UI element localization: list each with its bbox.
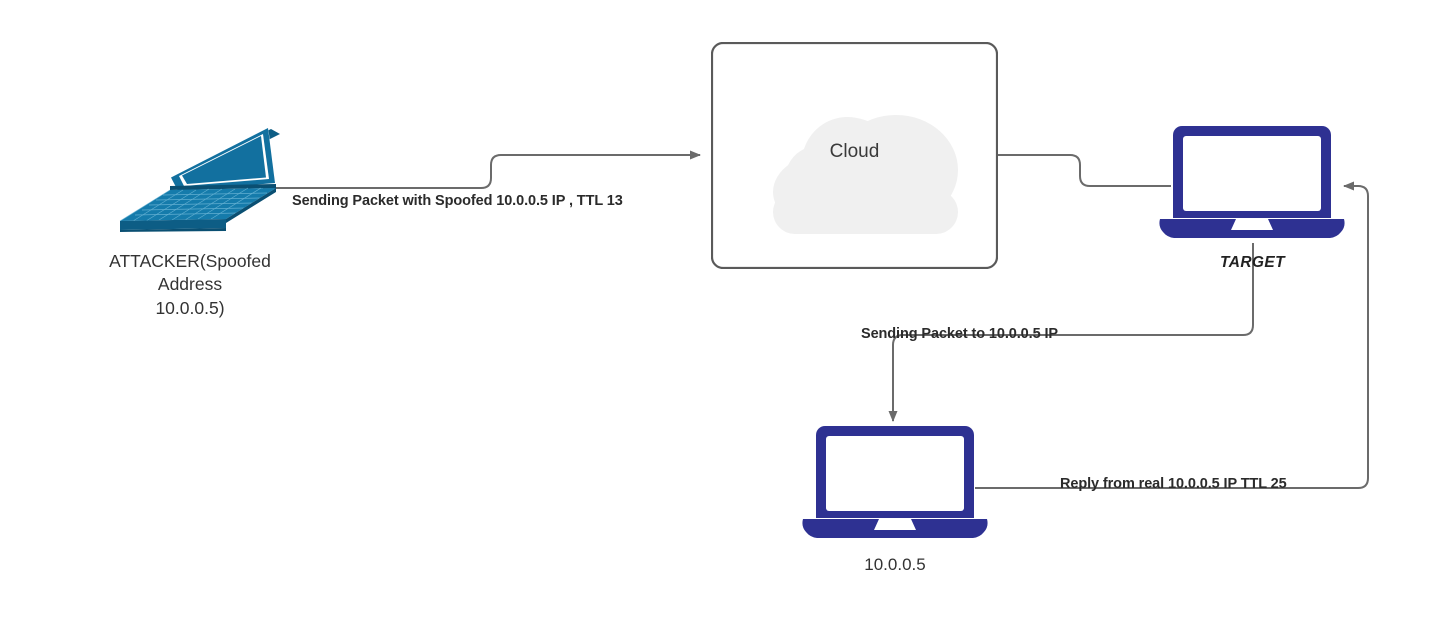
edge-label-target-to-victim: Sending Packet to 10.0.0.5 IP <box>861 326 1058 342</box>
edge-victim-to-target <box>975 181 1369 489</box>
edge-attacker-to-cloud <box>263 150 701 189</box>
edge-target-to-victim <box>888 243 1254 422</box>
target-label: TARGET <box>1220 254 1285 271</box>
laptop-isometric-icon <box>119 127 280 232</box>
cloud-label: Cloud <box>829 141 880 162</box>
edge-label-victim-to-target: Reply from real 10.0.0.5 IP TTL 25 <box>1060 476 1287 492</box>
attacker-label: ATTACKER(Spoofed Address 10.0.0.5) <box>109 251 271 318</box>
target-node[interactable] <box>1152 125 1352 247</box>
attacker-node[interactable] <box>108 122 283 232</box>
laptop-icon <box>1159 126 1345 238</box>
cloud-icon <box>773 115 958 234</box>
edge-cloud-to-target <box>997 154 1171 187</box>
victim-node[interactable] <box>795 425 995 547</box>
edge-label-attacker-to-cloud: Sending Packet with Spoofed 10.0.0.5 IP … <box>292 193 623 209</box>
cloud-node[interactable] <box>710 41 999 270</box>
laptop-icon <box>802 426 988 538</box>
victim-label: 10.0.0.5 <box>864 555 926 574</box>
